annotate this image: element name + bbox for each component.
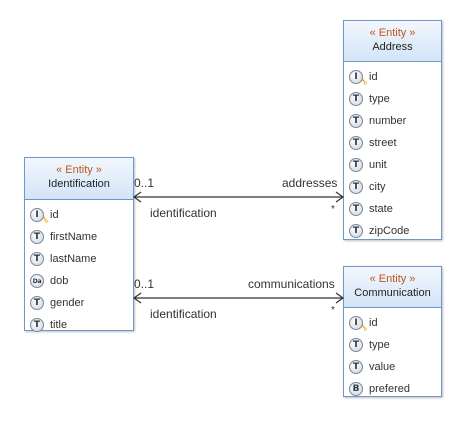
attribute-list: I⚷ id T type T number T street T unit T … xyxy=(344,62,441,242)
attribute-row[interactable]: B prefered xyxy=(344,378,441,400)
attribute-row[interactable]: I⚷ id xyxy=(25,204,133,226)
identifier-key-icon: I⚷ xyxy=(349,70,371,88)
stereotype-label: « Entity » xyxy=(369,273,416,285)
entity-header: « Entity » Communication xyxy=(344,267,441,308)
text-type-icon: T xyxy=(349,92,363,106)
target-role-label: communications xyxy=(248,277,335,291)
source-multiplicity: 0..1 xyxy=(134,176,155,190)
source-role-label: identification xyxy=(150,206,217,220)
text-type-icon: T xyxy=(349,180,363,194)
attribute-row[interactable]: T lastName xyxy=(25,248,133,270)
entity-header: « Entity » Identification xyxy=(25,158,133,200)
text-type-icon: T xyxy=(349,202,363,216)
attribute-label: id xyxy=(369,71,378,83)
attribute-row[interactable]: T type xyxy=(344,88,441,110)
attribute-row[interactable]: T gender xyxy=(25,292,133,314)
attribute-label: gender xyxy=(50,297,85,309)
attribute-label: prefered xyxy=(369,383,410,395)
attribute-label: type xyxy=(369,93,390,105)
stereotype-label: « Entity » xyxy=(369,27,416,39)
attribute-row[interactable]: T number xyxy=(344,110,441,132)
stereotype-label: « Entity » xyxy=(56,164,102,176)
association-addresses[interactable] xyxy=(132,191,345,203)
attribute-row[interactable]: I⚷ id xyxy=(344,312,441,334)
target-multiplicity: * xyxy=(331,204,335,215)
attribute-list: I⚷ id T firstName T lastName Da dob T ge… xyxy=(25,200,133,336)
text-type-icon: T xyxy=(30,318,44,332)
entity-address[interactable]: « Entity » Address I⚷ id T type T number… xyxy=(343,20,442,240)
target-multiplicity: * xyxy=(331,305,335,316)
attribute-label: type xyxy=(369,339,390,351)
attribute-row[interactable]: T type xyxy=(344,334,441,356)
text-type-icon: T xyxy=(349,158,363,172)
boolean-type-icon: B xyxy=(349,382,363,396)
entity-identification[interactable]: « Entity » Identification I⚷ id T firstN… xyxy=(24,157,134,332)
attribute-row[interactable]: T city xyxy=(344,176,441,198)
attribute-row[interactable]: T unit xyxy=(344,154,441,176)
attribute-row[interactable]: T state xyxy=(344,198,441,220)
attribute-row[interactable]: T title xyxy=(25,314,133,336)
attribute-label: firstName xyxy=(50,231,98,243)
attribute-row[interactable]: Da dob xyxy=(25,270,133,292)
text-type-icon: T xyxy=(349,338,363,352)
attribute-label: state xyxy=(369,203,393,215)
attribute-label: id xyxy=(50,209,59,221)
attribute-label: dob xyxy=(50,275,69,287)
source-multiplicity: 0..1 xyxy=(134,277,155,291)
text-type-icon: T xyxy=(349,224,363,238)
entity-name: Communication xyxy=(354,287,431,299)
attribute-label: lastName xyxy=(50,253,97,265)
entity-header: « Entity » Address xyxy=(344,21,441,62)
attribute-label: id xyxy=(369,317,378,329)
attribute-row[interactable]: T zipCode xyxy=(344,220,441,242)
identifier-key-icon: I⚷ xyxy=(349,316,371,334)
entity-name: Identification xyxy=(48,178,110,190)
text-type-icon: T xyxy=(349,136,363,150)
attribute-row[interactable]: T street xyxy=(344,132,441,154)
entity-communication[interactable]: « Entity » Communication I⚷ id T type T … xyxy=(343,266,442,397)
attribute-label: unit xyxy=(369,159,387,171)
attribute-label: title xyxy=(50,319,68,331)
attribute-row[interactable]: I⚷ id xyxy=(344,66,441,88)
source-role-label: identification xyxy=(150,307,217,321)
attribute-list: I⚷ id T type T value B prefered xyxy=(344,308,441,400)
text-type-icon: T xyxy=(349,360,363,374)
attribute-row[interactable]: T firstName xyxy=(25,226,133,248)
attribute-label: value xyxy=(369,361,396,373)
entity-name: Address xyxy=(372,41,413,53)
identifier-key-icon: I⚷ xyxy=(30,208,52,226)
text-type-icon: T xyxy=(349,114,363,128)
association-communications[interactable] xyxy=(132,292,345,304)
text-type-icon: T xyxy=(30,252,44,266)
attribute-label: street xyxy=(369,137,397,149)
attribute-row[interactable]: T value xyxy=(344,356,441,378)
date-type-icon: Da xyxy=(30,274,44,288)
target-role-label: addresses xyxy=(282,176,338,190)
text-type-icon: T xyxy=(30,296,44,310)
text-type-icon: T xyxy=(30,230,44,244)
attribute-label: zipCode xyxy=(369,225,410,237)
attribute-label: number xyxy=(369,115,407,127)
attribute-label: city xyxy=(369,181,386,193)
